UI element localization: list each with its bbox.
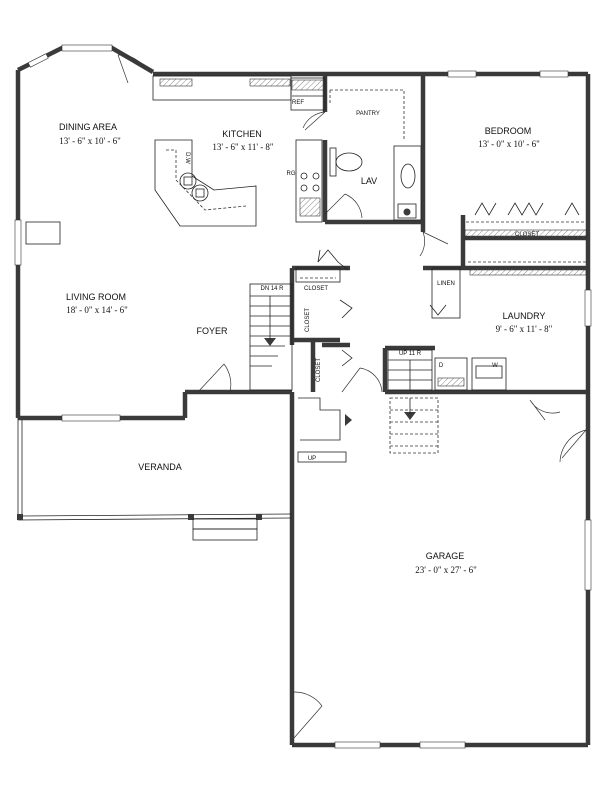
bedroom-closet xyxy=(464,202,588,239)
kitchen-dimensions: 13' - 6" x 11' - 8" xyxy=(212,142,274,152)
living-room-label: LIVING ROOM xyxy=(66,292,126,302)
lav-label: LAV xyxy=(361,176,377,186)
doors xyxy=(117,54,587,739)
bedroom-closet-label: CLOSET xyxy=(515,232,539,238)
room-labels: DINING AREA 13' - 6" x 10' - 6" KITCHEN … xyxy=(59,111,553,575)
foyer-closet-label: CLOSET xyxy=(304,286,328,292)
windows xyxy=(14,44,592,749)
hall-closet-label: CLOSET xyxy=(316,358,322,382)
garage-label: GARAGE xyxy=(426,551,465,561)
lav-fixtures xyxy=(329,145,422,221)
veranda-label: VERANDA xyxy=(138,462,182,472)
laundry-label: LAUNDRY xyxy=(503,311,546,321)
bedroom-label: BEDROOM xyxy=(485,126,532,136)
stair-up-label: UP 11 R xyxy=(399,351,422,357)
kitchen-cabinets xyxy=(152,75,326,227)
dining-area-dimensions: 13' - 6" x 10' - 6" xyxy=(59,136,121,146)
stair-up-laundry xyxy=(387,349,433,391)
fixture-labels: REF D.W RG CLOSET CLOSET CLOSET CLOSET L… xyxy=(184,100,539,382)
bedroom-dimensions: 13' - 0" x 10' - 6" xyxy=(478,139,540,149)
laundry-fixtures xyxy=(429,261,587,391)
linen-label: LINEN xyxy=(437,281,455,287)
dryer-label: D xyxy=(439,363,444,369)
stair-closet-label: CLOSET xyxy=(305,308,311,332)
fireplace xyxy=(25,221,61,245)
garage-stair-up-label: UP xyxy=(308,456,316,462)
dining-area-label: DINING AREA xyxy=(59,122,117,132)
living-room-dimensions: 18' - 0" x 14' - 6" xyxy=(66,305,128,315)
stair-down xyxy=(249,283,293,391)
veranda xyxy=(17,418,293,541)
garage-dimensions: 23' - 0" x 27' - 6" xyxy=(415,565,477,575)
dishwasher-label: D.W xyxy=(184,152,190,164)
refrigerator-label: REF xyxy=(292,100,304,106)
laundry-dimensions: 9' - 6" x 11' - 8" xyxy=(496,324,553,334)
stair-labels: DN 14 R UP 11 R UP xyxy=(260,286,421,462)
foyer-label: FOYER xyxy=(196,326,228,336)
stair-garage xyxy=(297,397,439,463)
stair-down-label: DN 14 R xyxy=(260,286,284,292)
range-label: RG xyxy=(287,171,296,177)
pantry-shelves xyxy=(329,89,405,140)
pantry-label: PANTRY xyxy=(356,111,380,117)
washer-label: W xyxy=(492,363,498,369)
exterior-walls xyxy=(15,45,591,748)
kitchen-label: KITCHEN xyxy=(222,129,262,139)
